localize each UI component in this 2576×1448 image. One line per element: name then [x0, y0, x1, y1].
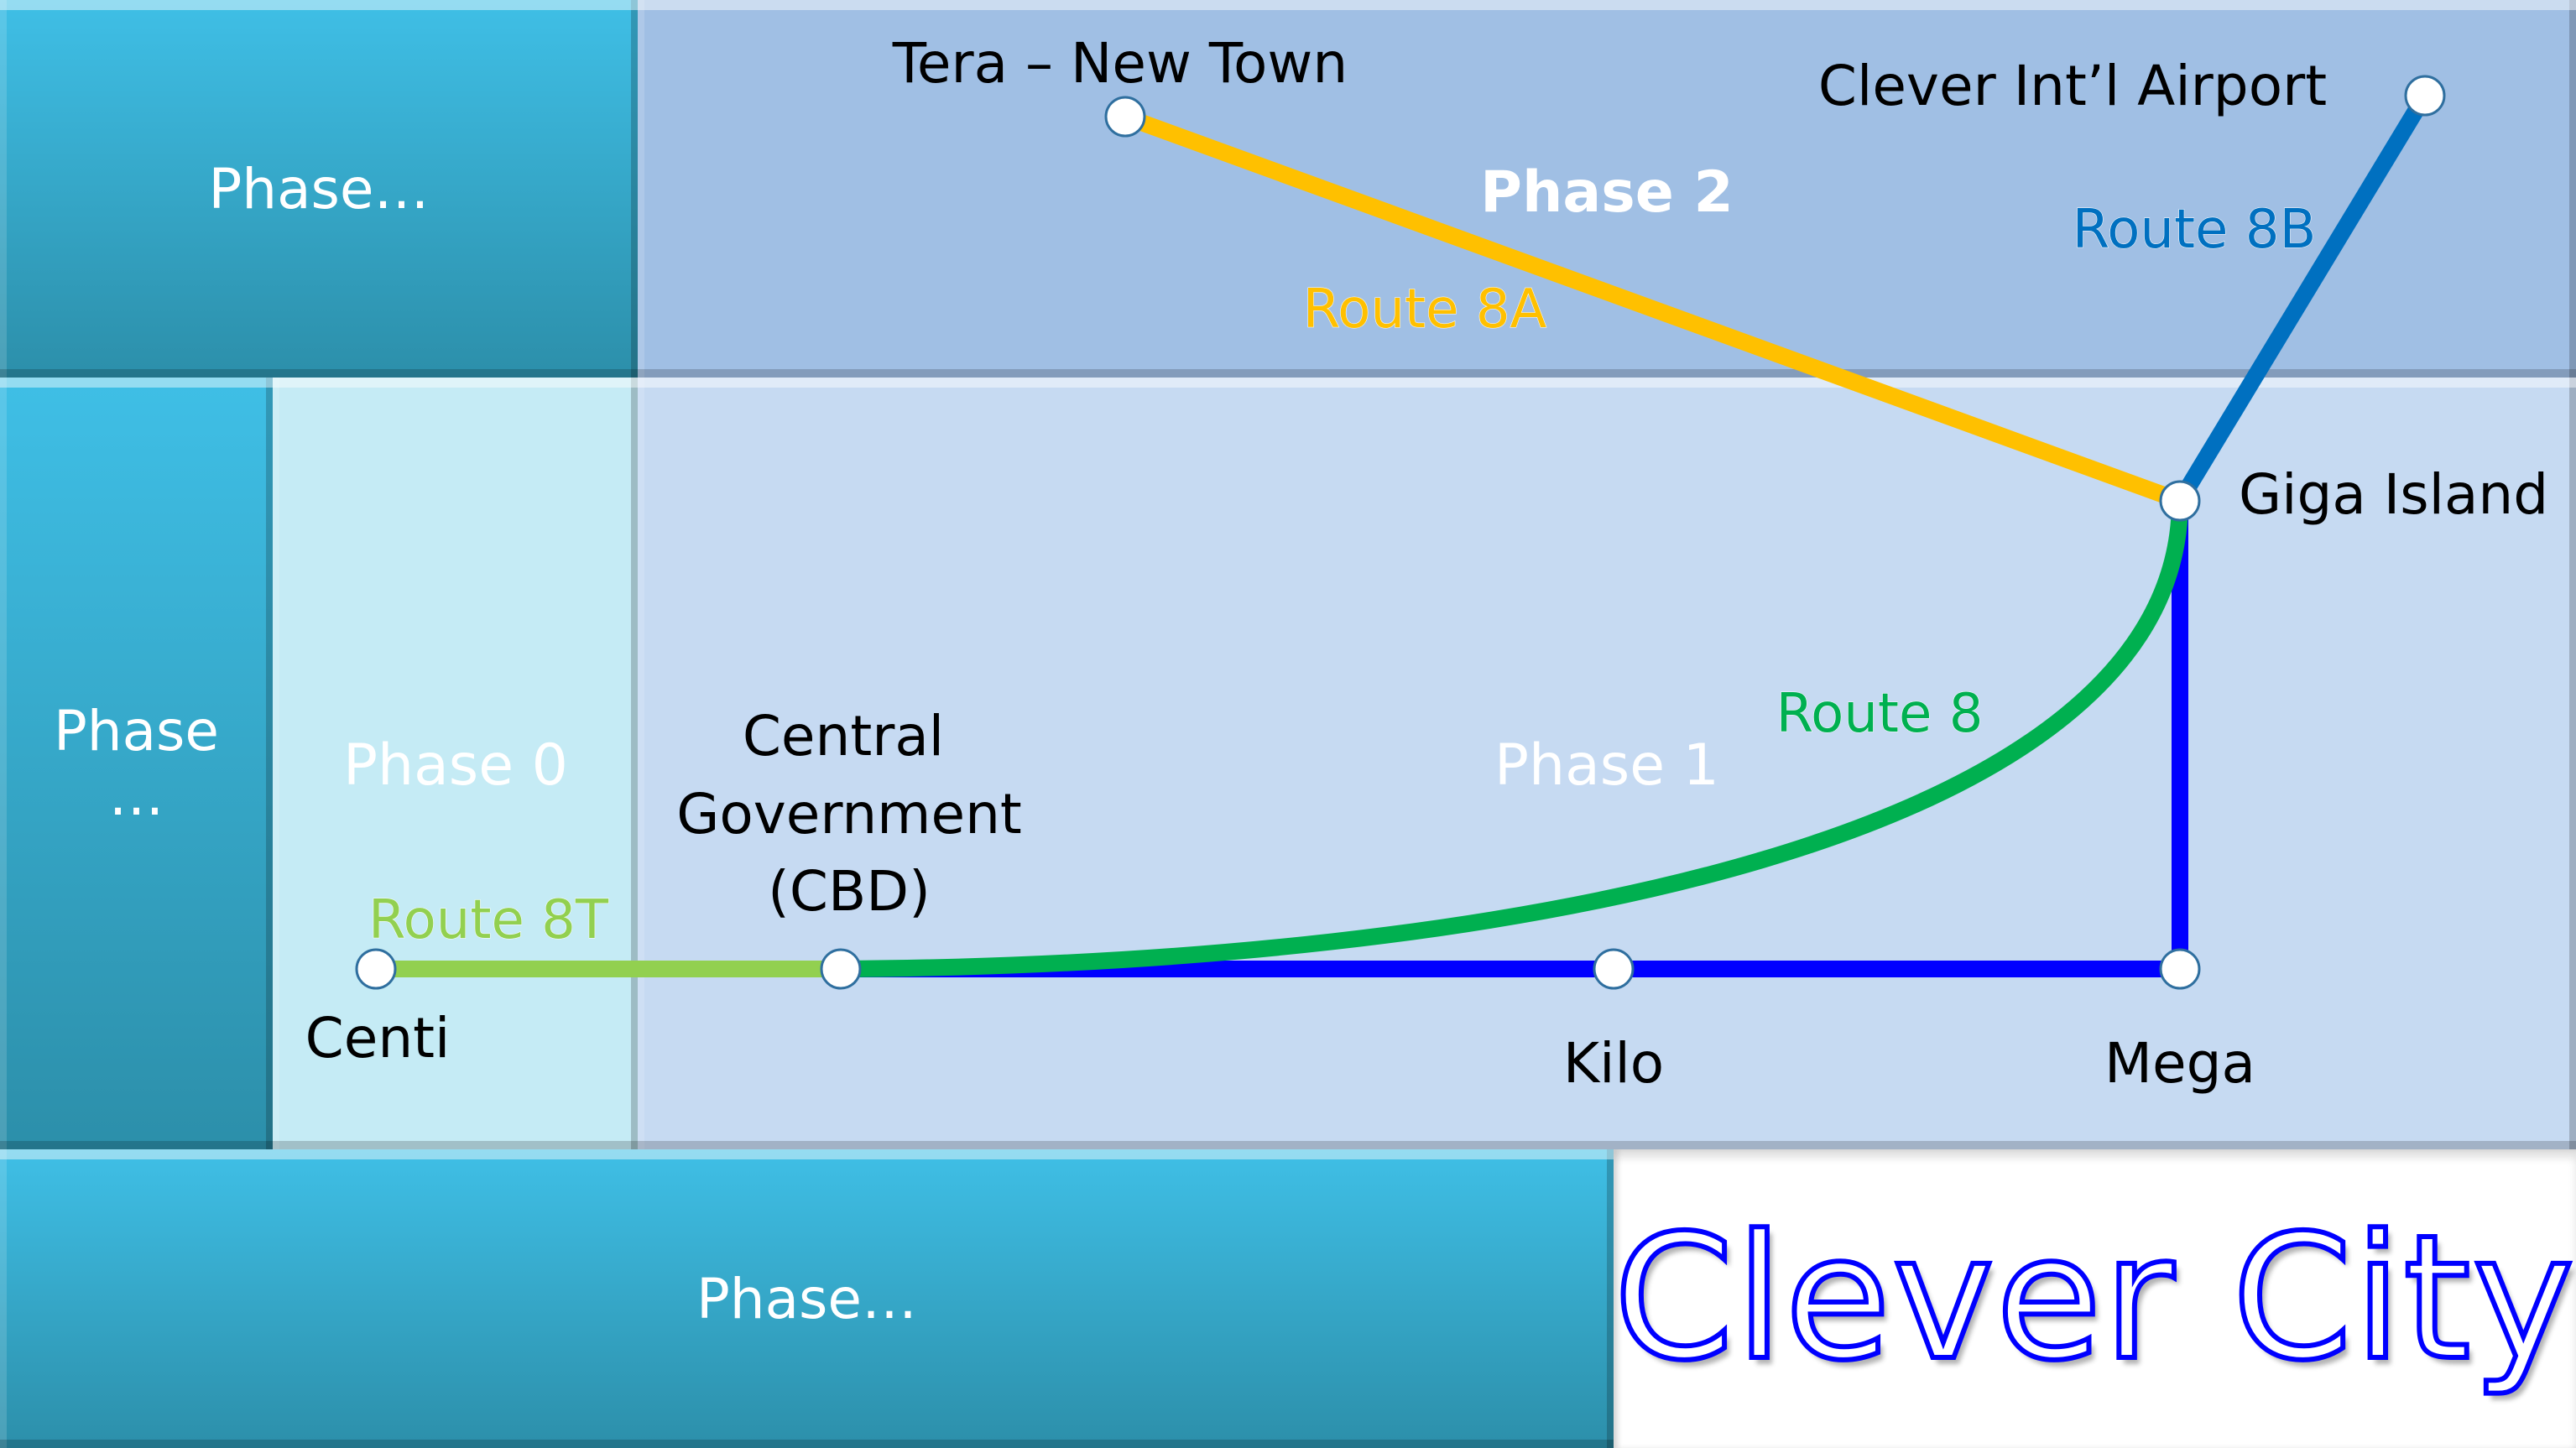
station-label-mega: Mega — [2104, 1031, 2255, 1096]
station-label-giga: Giga Island — [2239, 462, 2548, 527]
station-label-cbd-2: Government — [676, 782, 1022, 846]
route-8a-label: Route 8A — [1303, 279, 1547, 341]
phase-1-area — [638, 378, 2576, 1149]
phase-block-left: Phase… — [0, 378, 273, 1149]
station-tera[interactable] — [1104, 96, 1146, 138]
route-8t-label: Route 8T — [368, 889, 609, 951]
phase-0-area — [273, 378, 638, 1149]
station-label-cbd-3: (CBD) — [768, 859, 931, 924]
phase-label: Phase… — [208, 156, 430, 221]
station-airport[interactable] — [2404, 75, 2446, 117]
phase-label: Phase — [53, 699, 220, 763]
station-mega[interactable] — [2159, 948, 2201, 990]
station-label-airport: Clever Int’l Airport — [1818, 54, 2327, 118]
route-8b-label: Route 8B — [2073, 199, 2317, 261]
station-giga[interactable] — [2159, 480, 2201, 522]
phase-1-label: Phase 1 — [1494, 732, 1719, 799]
phase-block-top-left: Phase… — [0, 0, 638, 378]
route-8b-line — [2172, 91, 2433, 506]
station-label-tera: Tera – New Town — [892, 31, 1348, 96]
route-8-line — [840, 500, 2188, 977]
station-kilo[interactable] — [1593, 948, 1635, 990]
route-8-label: Route 8 — [1776, 683, 1984, 745]
station-label-kilo: Kilo — [1563, 1031, 1664, 1096]
station-label-centi: Centi — [305, 1006, 451, 1070]
route-8a-line — [1122, 108, 2183, 509]
phase-2-label: Phase 2 — [1480, 159, 1734, 226]
station-centi[interactable] — [355, 948, 397, 990]
phase-label: Phase… — [696, 1266, 918, 1331]
phase-label-ellipsis: … — [108, 763, 164, 828]
station-cbd[interactable] — [820, 948, 862, 990]
station-label-cbd-1: Central — [743, 704, 944, 768]
clever-city-logo: Clever City — [1611, 1149, 2576, 1448]
phase-block-bottom: Phase… — [0, 1149, 1614, 1448]
phase-2-area — [638, 0, 2576, 378]
phase-0-label: Phase 0 — [343, 732, 568, 799]
logo-text: Clever City — [1611, 1196, 2576, 1401]
